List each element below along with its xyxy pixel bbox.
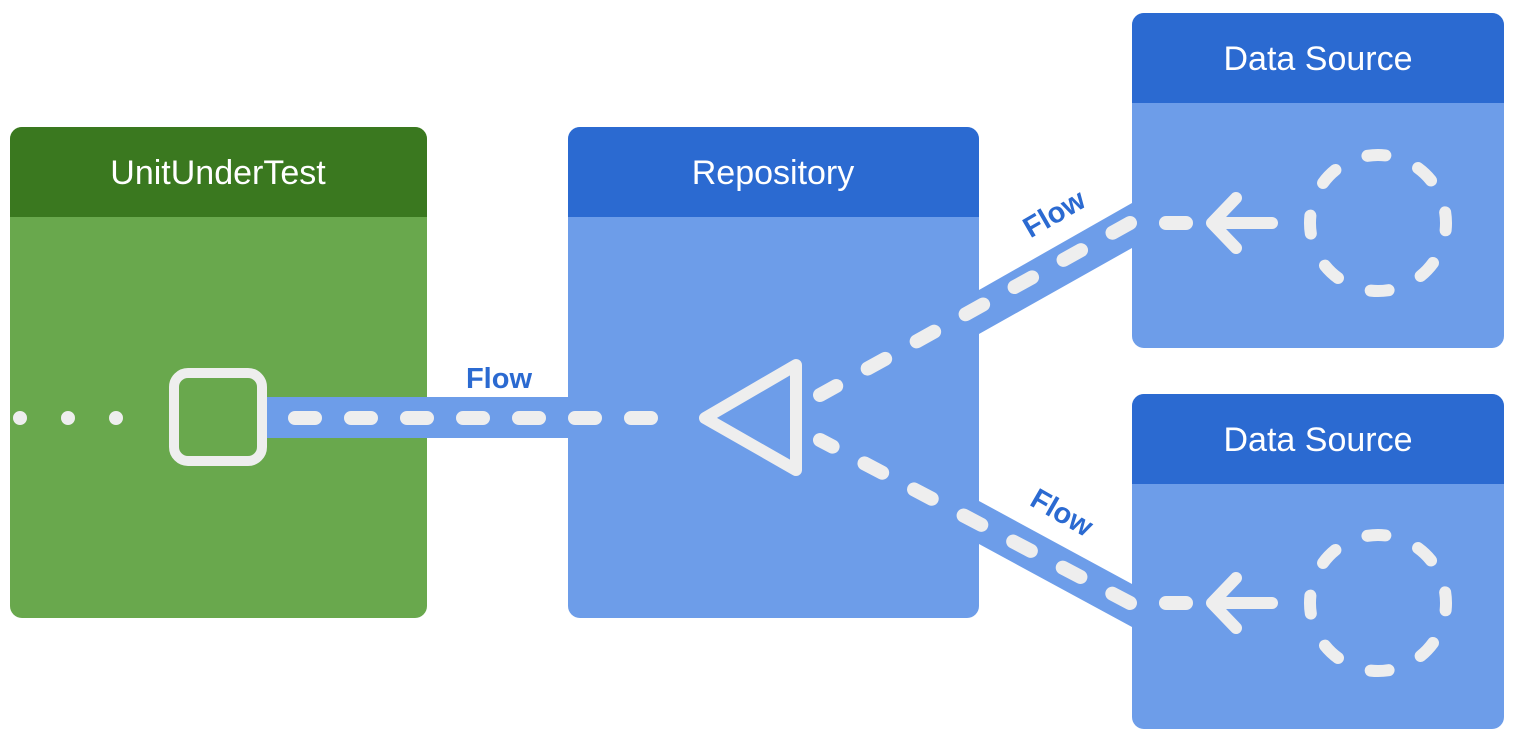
dashed-circle-icon [1304,529,1452,677]
repository-header [568,127,979,217]
data-source-top-header [1132,13,1504,103]
data-source-bottom-header [1132,394,1504,484]
top-source-dashed-line [813,216,1193,402]
triangle-icon [699,359,802,476]
data-source-bottom-title: Data Source [1224,421,1413,459]
arrow-left-icon [1206,192,1278,254]
arrow-left-icon [1206,572,1278,634]
dashed-circle-icon [1304,149,1452,297]
flow-band-bottom-source [979,501,1132,627]
flow-band-top-source [979,203,1132,334]
rounded-square-icon [169,368,267,466]
flow-label-main: Flow [466,363,532,395]
bottom-source-dashed-line [813,433,1193,610]
unit-under-test-header [10,127,427,217]
unit-under-test-title: UnitUnderTest [110,154,326,192]
repository-title: Repository [692,154,855,192]
data-source-top-title: Data Source [1224,40,1413,78]
data-source-box-bottom: Data Source [1132,394,1504,729]
